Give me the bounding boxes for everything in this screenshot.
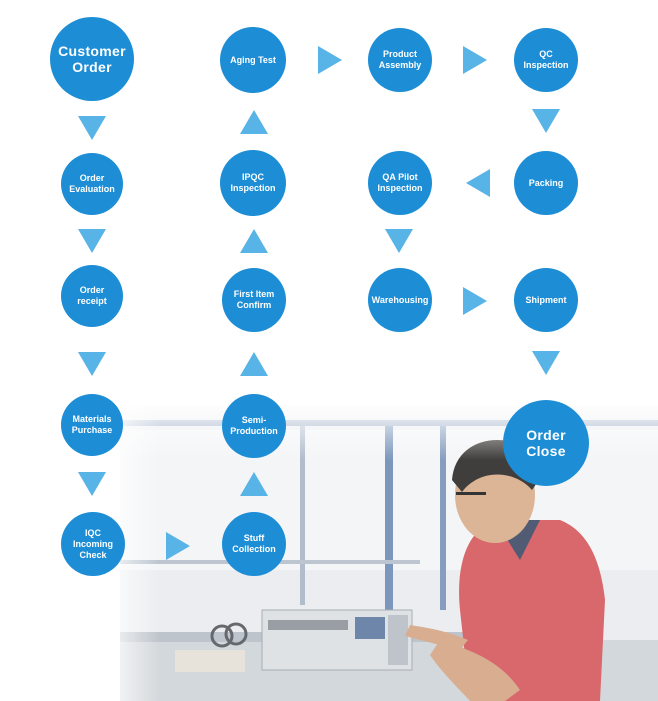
node-iqc-incoming-check: IQC Incoming Check [61,512,125,576]
arrow-right-icon [463,287,487,315]
node-product-assembly: Product Assembly [368,28,432,92]
arrow-left-icon [466,169,490,197]
arrow-right-icon [166,532,190,560]
arrow-down-icon [78,472,106,496]
arrow-right-icon [318,46,342,74]
node-order-close: Order Close [503,400,589,486]
arrow-down-icon [385,229,413,253]
arrow-up-icon [240,352,268,376]
node-ipqc-inspection: IPQC Inspection [220,150,286,216]
node-order-evaluation: Order Evaluation [61,153,123,215]
node-materials-purchase: Materials Purchase [61,394,123,456]
node-packing: Packing [514,151,578,215]
arrow-down-icon [78,116,106,140]
node-shipment: Shipment [514,268,578,332]
node-semi-production: Semi- Production [222,394,286,458]
node-aging-test: Aging Test [220,27,286,93]
arrow-down-icon [532,351,560,375]
node-qc-inspection: QC Inspection [514,28,578,92]
arrow-down-icon [532,109,560,133]
node-order-receipt: Order receipt [61,265,123,327]
arrow-up-icon [240,110,268,134]
arrow-up-icon [240,472,268,496]
node-customer-order: Customer Order [50,17,134,101]
arrow-up-icon [240,229,268,253]
arrow-right-icon [463,46,487,74]
node-warehousing: Warehousing [368,268,432,332]
arrow-down-icon [78,229,106,253]
arrow-down-icon [78,352,106,376]
node-stuff-collection: Stuff Collection [222,512,286,576]
node-first-item-confirm: First Item Confirm [222,268,286,332]
node-qa-pilot-inspection: QA Pilot Inspection [368,151,432,215]
